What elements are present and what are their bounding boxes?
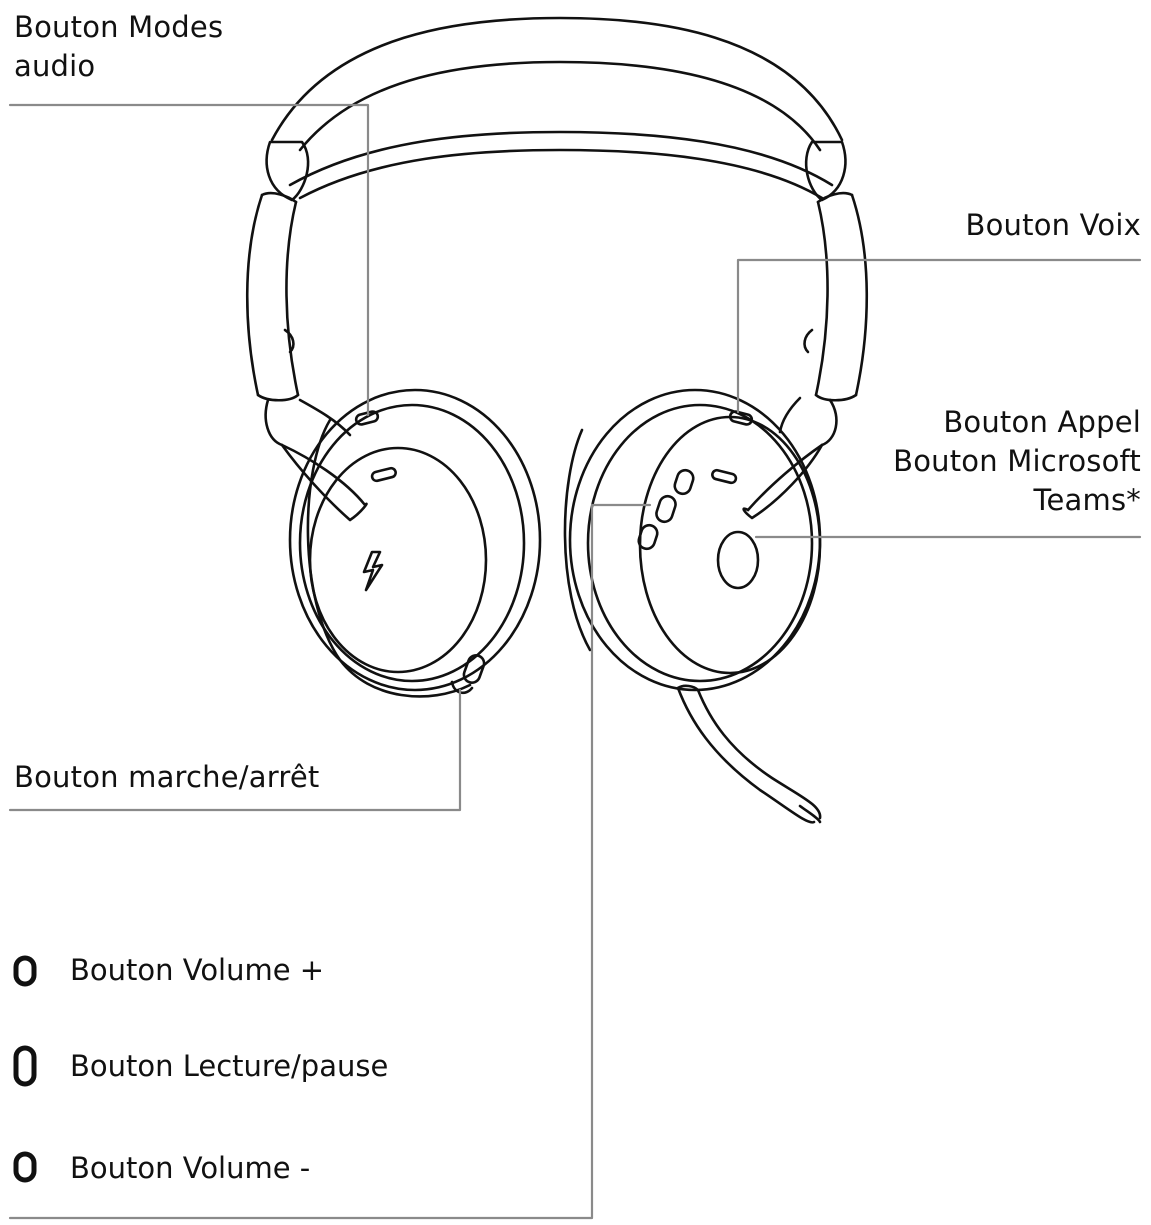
microphone-boom <box>678 686 820 823</box>
label-call-line3: Teams* <box>1034 481 1141 520</box>
small-pill-icon <box>10 950 40 990</box>
right-earcup <box>565 390 820 690</box>
left-arm <box>247 193 366 520</box>
tall-pill-icon <box>10 1046 40 1086</box>
headband <box>267 18 846 200</box>
label-voice: Bouton Voix <box>966 206 1141 245</box>
legend-volume-up: Bouton Volume + <box>10 948 324 992</box>
legend-volume-up-label: Bouton Volume + <box>70 951 324 990</box>
label-power: Bouton marche/arrêt <box>14 758 319 797</box>
leader-voice <box>738 260 1140 412</box>
legend-volume-down-label: Bouton Volume - <box>70 1149 310 1188</box>
leader-volume-group <box>10 505 650 1218</box>
legend-play-pause-label: Bouton Lecture/pause <box>70 1047 388 1086</box>
label-call-line1: Bouton Appel <box>943 403 1141 442</box>
legend-play-pause: Bouton Lecture/pause <box>10 1044 388 1088</box>
leader-mode-audio <box>10 105 368 415</box>
legend-volume-down: Bouton Volume - <box>10 1146 310 1190</box>
left-earcup <box>290 390 540 696</box>
label-mode-audio: Bouton Modes audio <box>14 8 223 86</box>
small-pill-icon <box>10 1148 40 1188</box>
label-call-line2: Bouton Microsoft <box>893 442 1141 481</box>
